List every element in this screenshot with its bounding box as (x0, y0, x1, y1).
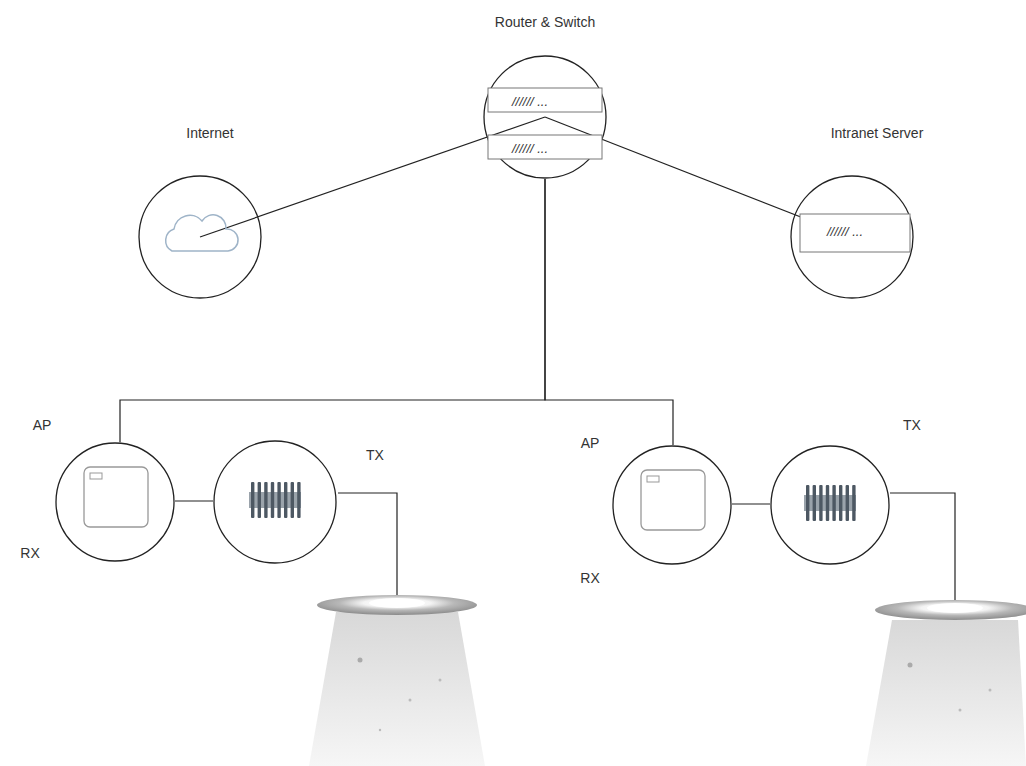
lamp-glow (927, 603, 983, 613)
device-label: AP (33, 417, 52, 433)
port-marks: ////// ... (827, 224, 863, 239)
light-cone (866, 620, 1026, 766)
network-link (175, 500, 213, 501)
device-label: TX (903, 417, 921, 433)
tx-chip (804, 485, 856, 521)
device-label: RX (580, 570, 599, 586)
ap-device (641, 470, 705, 530)
cloud-icon (166, 215, 238, 251)
device-circle: APRX (612, 445, 732, 565)
ap-led (90, 473, 102, 479)
tx-chip (249, 482, 301, 518)
server-panel (800, 214, 910, 252)
network-link (120, 179, 545, 442)
port-panel (488, 88, 602, 112)
network-link (545, 179, 673, 445)
lamp-right (866, 493, 1026, 766)
circle-outline (612, 445, 732, 565)
device-label: TX (366, 447, 384, 463)
device-label: Internet (186, 125, 233, 141)
lamp-wire (890, 493, 955, 600)
device-circle: Internet (138, 175, 262, 299)
light-cone (309, 612, 485, 766)
device-label: AP (581, 435, 600, 451)
port-marks: ////// ... (512, 141, 548, 156)
circle-outline (483, 55, 607, 179)
port-marks: ////// ... (512, 94, 548, 109)
lamp-left (309, 493, 485, 766)
circle-outline (213, 440, 337, 564)
device-circle: TX (770, 445, 890, 565)
lamp-wire (338, 493, 397, 598)
device-label: Router & Switch (495, 14, 595, 30)
circle-outline (138, 175, 262, 299)
lamp-disk (317, 595, 477, 615)
circle-outline (770, 445, 890, 565)
lamp-glow (369, 598, 425, 608)
ap-device (84, 467, 148, 527)
ap-led (647, 476, 659, 482)
network-link (732, 503, 770, 504)
device-circle: TX (213, 440, 337, 564)
device-circle: Router & Switch (483, 55, 607, 179)
device-circle: APRX (55, 442, 175, 562)
device-label: Intranet Server (831, 125, 924, 141)
device-label: RX (20, 545, 39, 561)
lamp-disk (875, 600, 1026, 620)
circle-outline (55, 442, 175, 562)
port-panel (488, 135, 602, 159)
